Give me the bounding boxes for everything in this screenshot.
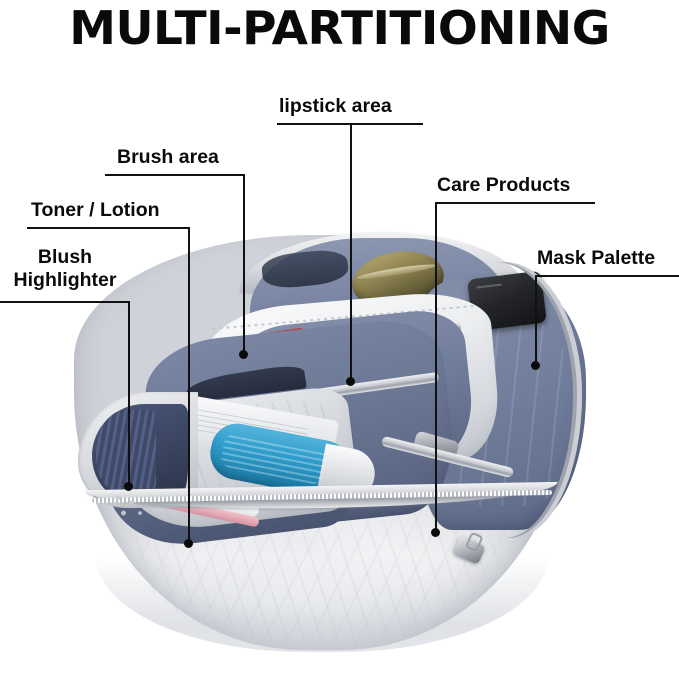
callout-endpoint-toner-lotion [184, 539, 193, 548]
callout-underline-brush-area [105, 174, 245, 176]
callout-leader-mask-palette [535, 275, 537, 365]
callout-label-mask-palette: Mask Palette [537, 247, 656, 269]
callout-endpoint-lipstick-area [346, 377, 355, 386]
callout-underline-blush-highlighter [0, 301, 130, 303]
callout-leader-care-products [435, 202, 437, 532]
callout-label-toner-lotion: Toner / Lotion [31, 199, 160, 221]
callout-label-brush-area: Brush area [117, 146, 219, 168]
callout-label-blush: Blush [37, 246, 93, 268]
callout-label-care-products: Care Products [437, 174, 571, 196]
callout-leader-toner-lotion [188, 227, 190, 543]
callout-endpoint-care-products [431, 528, 440, 537]
callout-endpoint-mask-palette [531, 361, 540, 370]
callout-leader-brush-area [243, 174, 245, 354]
callout-underline-mask-palette [535, 275, 679, 277]
page-title: MULTI-PARTITIONING [69, 1, 610, 55]
bag-front-shadow [96, 556, 548, 652]
callout-label-lipstick-area: lipstick area [279, 95, 392, 117]
callout-label-highlighter: Highlighter [13, 269, 117, 291]
callout-leader-lipstick-area [350, 123, 352, 381]
callout-endpoint-brush-area [239, 350, 248, 359]
left-pocket-ruffle [96, 410, 156, 494]
callout-underline-care-products [435, 202, 595, 204]
callout-endpoint-blush-highlighter [124, 482, 133, 491]
callout-leader-blush-highlighter [128, 301, 130, 486]
callout-underline-toner-lotion [27, 227, 190, 229]
